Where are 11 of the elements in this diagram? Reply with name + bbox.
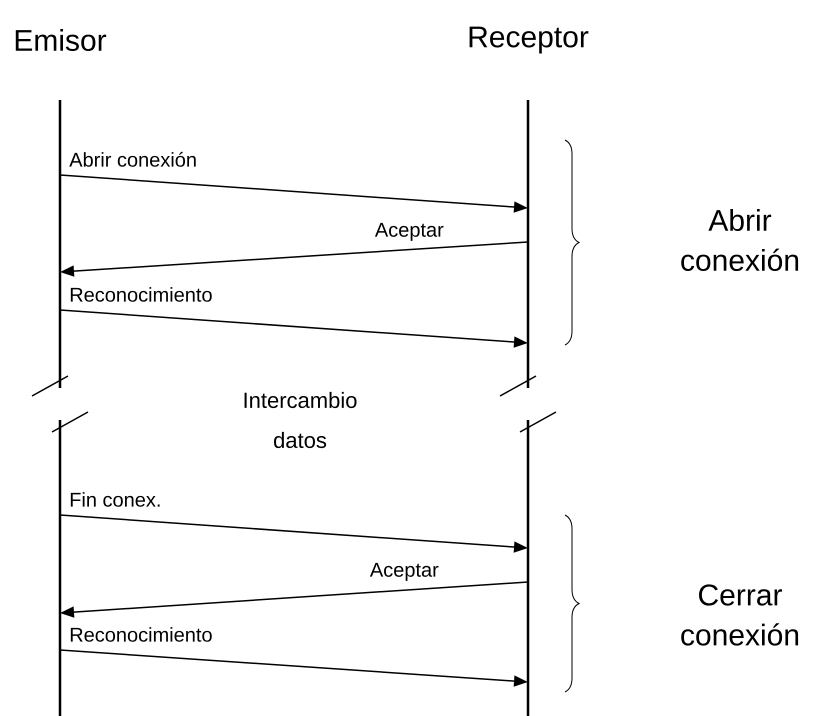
phase-label: Abrir conexión [681,209,798,272]
edge-label: Reconocimiento [70,627,212,642]
actor-label: Emisor [16,29,106,52]
edge-label: Reconocimiento [70,287,212,302]
actor-label: Receptor [470,26,588,54]
phase-label: Intercambio datos [244,392,357,448]
edge-label: Aceptar [370,562,438,581]
edge-label: Abrir conexión [69,152,196,167]
phase-label: Cerrar conexión [681,584,798,646]
edge-label: Aceptar [374,222,444,241]
edge-label: Fin conex. [70,492,160,507]
